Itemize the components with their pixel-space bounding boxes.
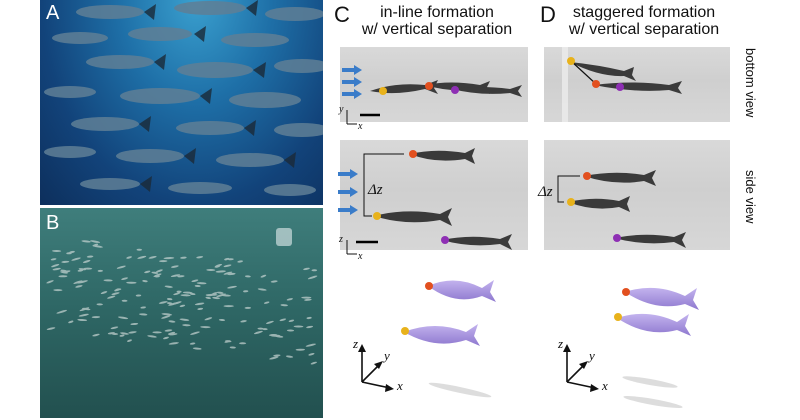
panel-c-3d-model [358,280,496,398]
panel-d-title-line2: w/ vertical separation [568,21,720,38]
axis-3d-z-c: z [353,336,359,351]
fish-model [404,324,480,346]
flow-arrows-c-bottom [342,65,362,99]
flow-arrows-c-side [338,169,358,215]
leader-marker [379,87,387,95]
bottom-view-label: bottom view [743,48,758,118]
leader-marker [401,327,409,335]
panel-c-letter: C [334,2,350,27]
leader-marker [567,57,575,65]
side-view-label: side view [743,170,758,224]
panel-c-bottom-view [340,47,528,122]
axis-label-z-c: z [339,234,343,245]
trailer-marker [451,86,459,94]
panel-d-letter: D [540,2,556,27]
fish-model [428,280,496,302]
axis-label-x-c-side: x [358,251,363,262]
axes-c-bottom [346,110,357,125]
panel-a-letter: A [46,2,60,24]
panel-d-title-line1: staggered formation [572,4,716,21]
middle-marker [592,80,600,88]
trailer-marker [613,234,621,242]
axis-3d-z-d: z [558,336,564,351]
axes-c-side [346,240,357,255]
flow-arrow-icon [342,77,362,87]
middle-marker [409,150,417,158]
leader-marker [373,212,381,220]
axis-label-x-c-bottom: x [358,121,363,132]
axes-3d-d [563,344,599,392]
flow-arrow-icon [342,65,362,75]
leader-marker [567,198,575,206]
flow-arrow-icon [338,187,358,197]
fish-model [617,313,691,336]
middle-marker [622,288,630,296]
axis-3d-y-d: y [589,348,595,363]
flow-arrow-icon [338,205,358,215]
panel-d-bottom-view [544,47,730,122]
panel-d-3d-model [563,287,699,408]
axis-label-y-c: y [339,104,344,115]
axes-3d-c [358,344,394,392]
panel-c-title-line1: in-line formation [380,4,494,21]
trailer-marker [441,236,449,244]
panel-b-photo: B [40,208,323,418]
panel-c-title-line2: w/ vertical separation [361,21,513,38]
sardine-school-illustration [46,228,318,365]
flow-arrow-icon [338,169,358,179]
panel-d-side-view [544,140,730,250]
middle-marker [583,172,591,180]
panel-d-bottom-fish [562,47,682,122]
flow-arrow-icon [342,89,362,99]
panel-a-photo: A [40,0,323,205]
delta-z-label-c: Δz [368,182,383,198]
middle-marker [425,282,433,290]
leader-marker [614,313,622,321]
panel-c-side-view [340,140,528,250]
tuna-school-illustration [44,0,323,196]
panel-d-title: staggered formation w/ vertical separati… [556,4,732,38]
axis-3d-x-d: x [602,378,608,393]
panel-c-side-fish [356,148,512,250]
fish-model [625,287,699,310]
middle-marker [425,82,433,90]
panel-c-title: in-line formation w/ vertical separation [352,4,522,38]
axis-3d-y-c: y [384,348,390,363]
axis-3d-x-c: x [397,378,403,393]
trailer-marker [616,83,624,91]
panel-d-side-fish [557,170,686,248]
markers-c-bottom [360,82,459,117]
delta-z-label-d: Δz [538,184,553,200]
panel-b-letter: B [46,212,60,234]
